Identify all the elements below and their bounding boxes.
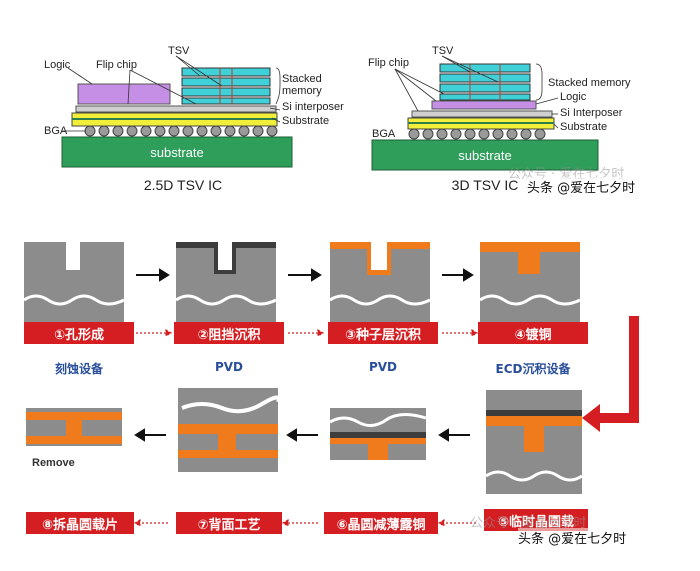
logic-label-25d: Logic xyxy=(44,59,71,71)
panel-step6 xyxy=(329,408,427,460)
tsv-label-25d: TSV xyxy=(168,45,190,57)
stacked-memory-25d xyxy=(181,67,271,105)
base-substrate-3d xyxy=(371,139,599,171)
watermark-bottom: 头条 @爱在七夕时 xyxy=(518,528,627,547)
step-label-5: ⑤临时晶圆载 xyxy=(484,509,588,531)
flip-chip-label-25d: Flip chip xyxy=(96,59,137,71)
equipment-1: 刻蚀设备 xyxy=(54,362,103,376)
step-label-4: ④镀铜 xyxy=(478,322,588,344)
bga-balls-25d xyxy=(84,125,278,137)
panel-step7 xyxy=(178,388,281,472)
logic-chip-25d xyxy=(77,83,171,105)
step-label-3: ③种子层沉积 xyxy=(328,322,438,344)
diagram-3d: substrate Flip chip TSV Stacked memory L… xyxy=(368,45,631,193)
step-label-7: ⑦背面工艺 xyxy=(176,512,282,534)
leader-lines-25d xyxy=(62,55,281,132)
equipment-2: PVD xyxy=(214,360,244,374)
bga-label-25d: BGA xyxy=(44,125,68,137)
substrate-label-3d: Substrate xyxy=(560,121,607,133)
caption-3d: 3D TSV IC xyxy=(452,177,519,193)
logic-chip-3d xyxy=(431,100,537,110)
si-interposer-3d xyxy=(411,110,553,118)
panel-step2 xyxy=(175,242,277,322)
si-interposer-label-25d: Si interposer xyxy=(282,101,344,113)
panel-step1 xyxy=(23,242,125,322)
panel-step4 xyxy=(479,242,581,322)
watermark-top: 头条 @爱在七夕时 xyxy=(527,177,636,196)
base-substrate-label-25d: substrate xyxy=(150,145,203,160)
turn-arrow xyxy=(582,316,639,432)
base-substrate-label-3d: substrate xyxy=(458,148,511,163)
panel-step8: Remove xyxy=(26,408,122,469)
si-interposer-25d xyxy=(75,105,277,113)
flip-chip-label-3d: Flip chip xyxy=(368,57,409,69)
step-label-2: ②阻挡沉积 xyxy=(174,322,284,344)
step-label-6: ⑥晶圆减薄露铜 xyxy=(324,512,438,534)
leader-lines-3d xyxy=(394,55,559,129)
diagram-25d: substrate Logic Flip chip TSV xyxy=(44,45,344,193)
watermark-faded-bottom: 公众号 · 爱在七夕时 xyxy=(470,516,587,531)
tsv-label-3d: TSV xyxy=(432,45,454,57)
arrows-top-row xyxy=(136,268,474,282)
logic-label-3d: Logic xyxy=(560,91,587,103)
remove-text: Remove xyxy=(32,457,75,469)
stacked-memory-label-3d: Stacked memory xyxy=(548,77,631,89)
base-substrate-25d xyxy=(61,136,293,168)
step-label-1: ①孔形成 xyxy=(24,322,134,344)
bga-balls-3d xyxy=(408,128,546,140)
si-interposer-label-3d: Si Interposer xyxy=(560,107,623,119)
label-connectors xyxy=(133,328,479,528)
step-label-8: ⑧拆晶圆载片 xyxy=(26,512,134,534)
panel-step5 xyxy=(485,390,583,494)
bga-label-3d: BGA xyxy=(372,128,396,140)
tsv-ic-diagrams: substrate Logic Flip chip TSV xyxy=(44,45,631,193)
equipment-4: ECD沉积设备 xyxy=(495,362,571,376)
caption-25d: 2.5D TSV IC xyxy=(144,177,222,193)
process-flow: Remove xyxy=(23,242,639,528)
substrate-label-25d: Substrate xyxy=(282,115,329,127)
equipment-3: PVD xyxy=(368,360,398,374)
arrows-bottom-row xyxy=(134,428,470,442)
panel-step3 xyxy=(329,242,431,322)
stacked-memory-3d xyxy=(439,63,531,101)
